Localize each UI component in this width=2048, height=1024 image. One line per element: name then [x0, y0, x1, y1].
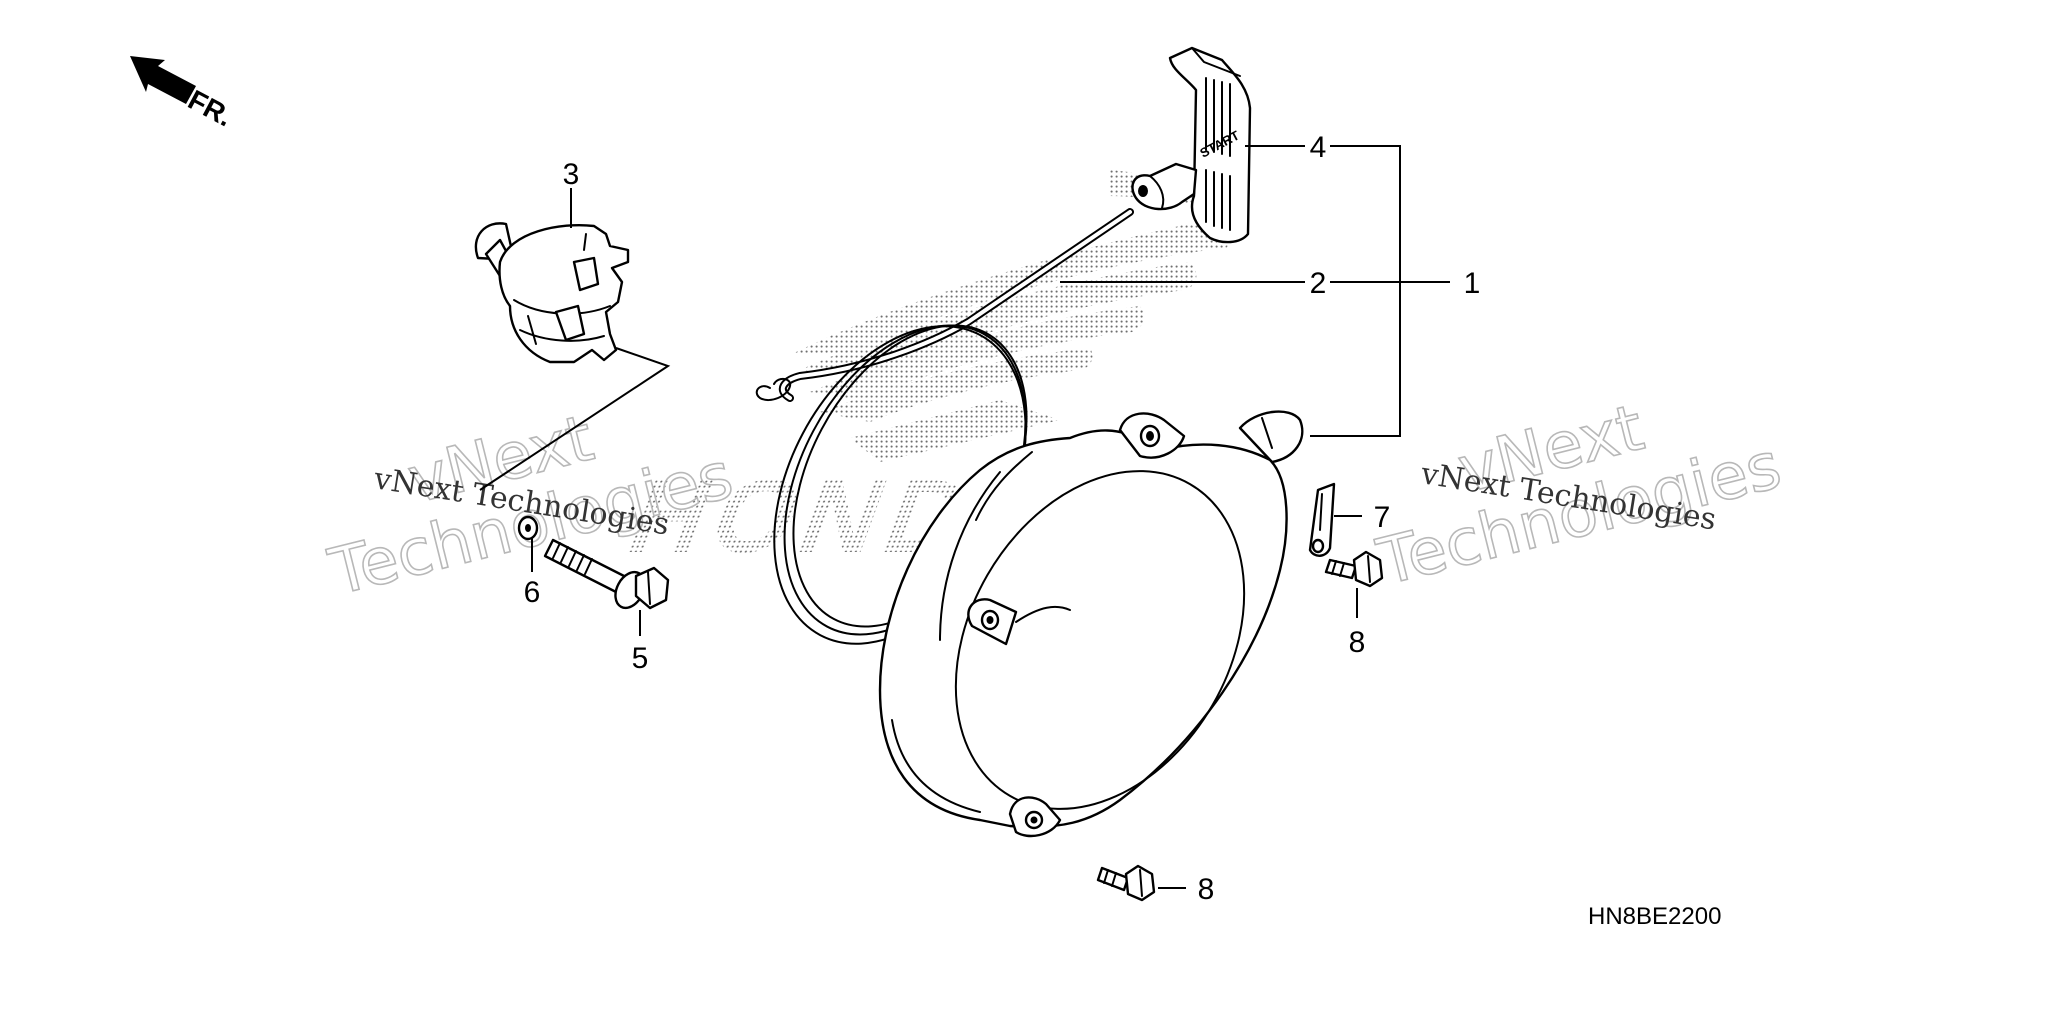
callout-4: 4	[1310, 131, 1327, 164]
callout-3: 3	[563, 158, 580, 191]
diagram-code: HN8BE2200	[1588, 903, 1721, 930]
callout-5: 5	[632, 642, 649, 675]
starter-pulley-cup	[474, 222, 630, 364]
leader-lines	[479, 145, 1450, 889]
washer	[517, 515, 539, 541]
starter-grip: START	[1131, 46, 1252, 244]
callout-6: 6	[524, 576, 541, 609]
grip-ribs	[1205, 77, 1231, 231]
clamp	[1308, 482, 1336, 557]
callout-8-bottom: 8	[1198, 873, 1215, 906]
front-direction-arrow-icon: FR.	[130, 56, 238, 132]
callout-1: 1	[1464, 267, 1481, 300]
flange-bolt-small-bottom	[1096, 864, 1156, 902]
callout-7: 7	[1374, 501, 1391, 534]
starter-rope	[755, 208, 1134, 402]
callout-2: 2	[1310, 267, 1327, 300]
callout-8-right: 8	[1349, 626, 1366, 659]
flange-bolt-long	[543, 538, 670, 610]
recoil-starter-housing	[878, 410, 1304, 838]
flange-bolt-small-right	[1324, 550, 1384, 588]
